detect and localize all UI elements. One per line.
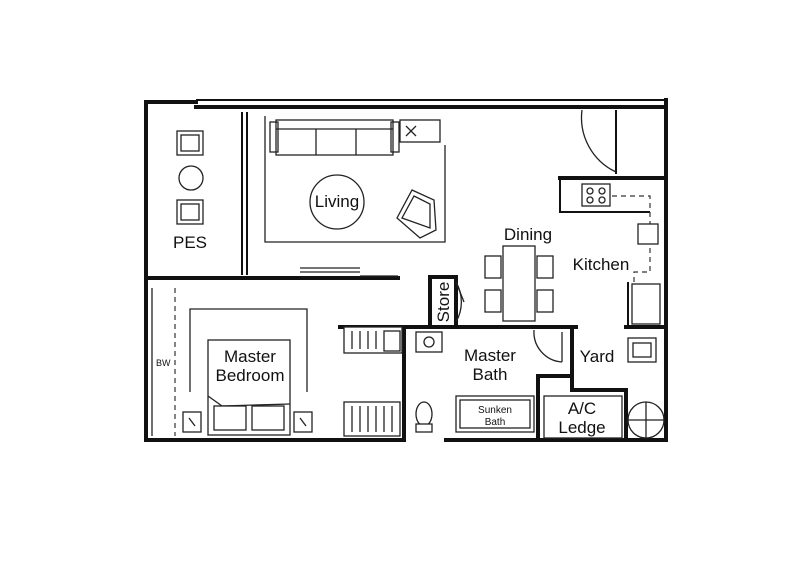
dining-table: [484, 245, 554, 322]
ac-ledge: [543, 395, 665, 439]
wardrobe-bottom: [343, 401, 401, 437]
yard-sink: [627, 337, 657, 363]
kitchen-fittings: [581, 183, 661, 325]
wardrobe-top: [343, 326, 403, 354]
label-master-bedroom-2: Bedroom: [216, 366, 285, 385]
store-door[interactable]: [455, 281, 465, 323]
label-yard: Yard: [580, 347, 615, 366]
bay-window: [151, 288, 176, 436]
bed: [207, 339, 291, 436]
sunken-bath: [455, 395, 535, 433]
armchair: [396, 189, 437, 239]
side-table-lamp: [399, 119, 441, 143]
label-ac-ledge-2: Ledge: [558, 418, 605, 437]
sofa: [269, 119, 400, 156]
label-store: Store: [434, 282, 453, 323]
label-ac-ledge-1: A/C: [568, 399, 596, 418]
exterior-walls: [144, 98, 668, 442]
label-dining: Dining: [504, 225, 552, 244]
bath-door[interactable]: [533, 329, 563, 363]
label-bw: BW: [156, 358, 171, 368]
main-door[interactable]: [580, 109, 617, 174]
label-kitchen: Kitchen: [573, 255, 630, 274]
toilet: [415, 401, 433, 433]
sliding-door[interactable]: [300, 267, 398, 277]
label-sunken-bath-1: Sunken: [478, 405, 512, 416]
label-master-bedroom-1: Master: [224, 347, 276, 366]
coffee-table: [309, 174, 365, 230]
label-living: Living: [315, 192, 359, 211]
bedside-tables: [182, 411, 313, 433]
living-rug: [264, 116, 446, 243]
label-sunken-bath-2: Bath: [485, 417, 506, 428]
label-master-bath-2: Bath: [473, 365, 508, 384]
bedroom-rug: [189, 308, 308, 392]
pes-furniture: [176, 130, 204, 225]
label-pes: PES: [173, 233, 207, 252]
bath-vanity: [415, 331, 443, 353]
label-master-bath-1: Master: [464, 346, 516, 365]
